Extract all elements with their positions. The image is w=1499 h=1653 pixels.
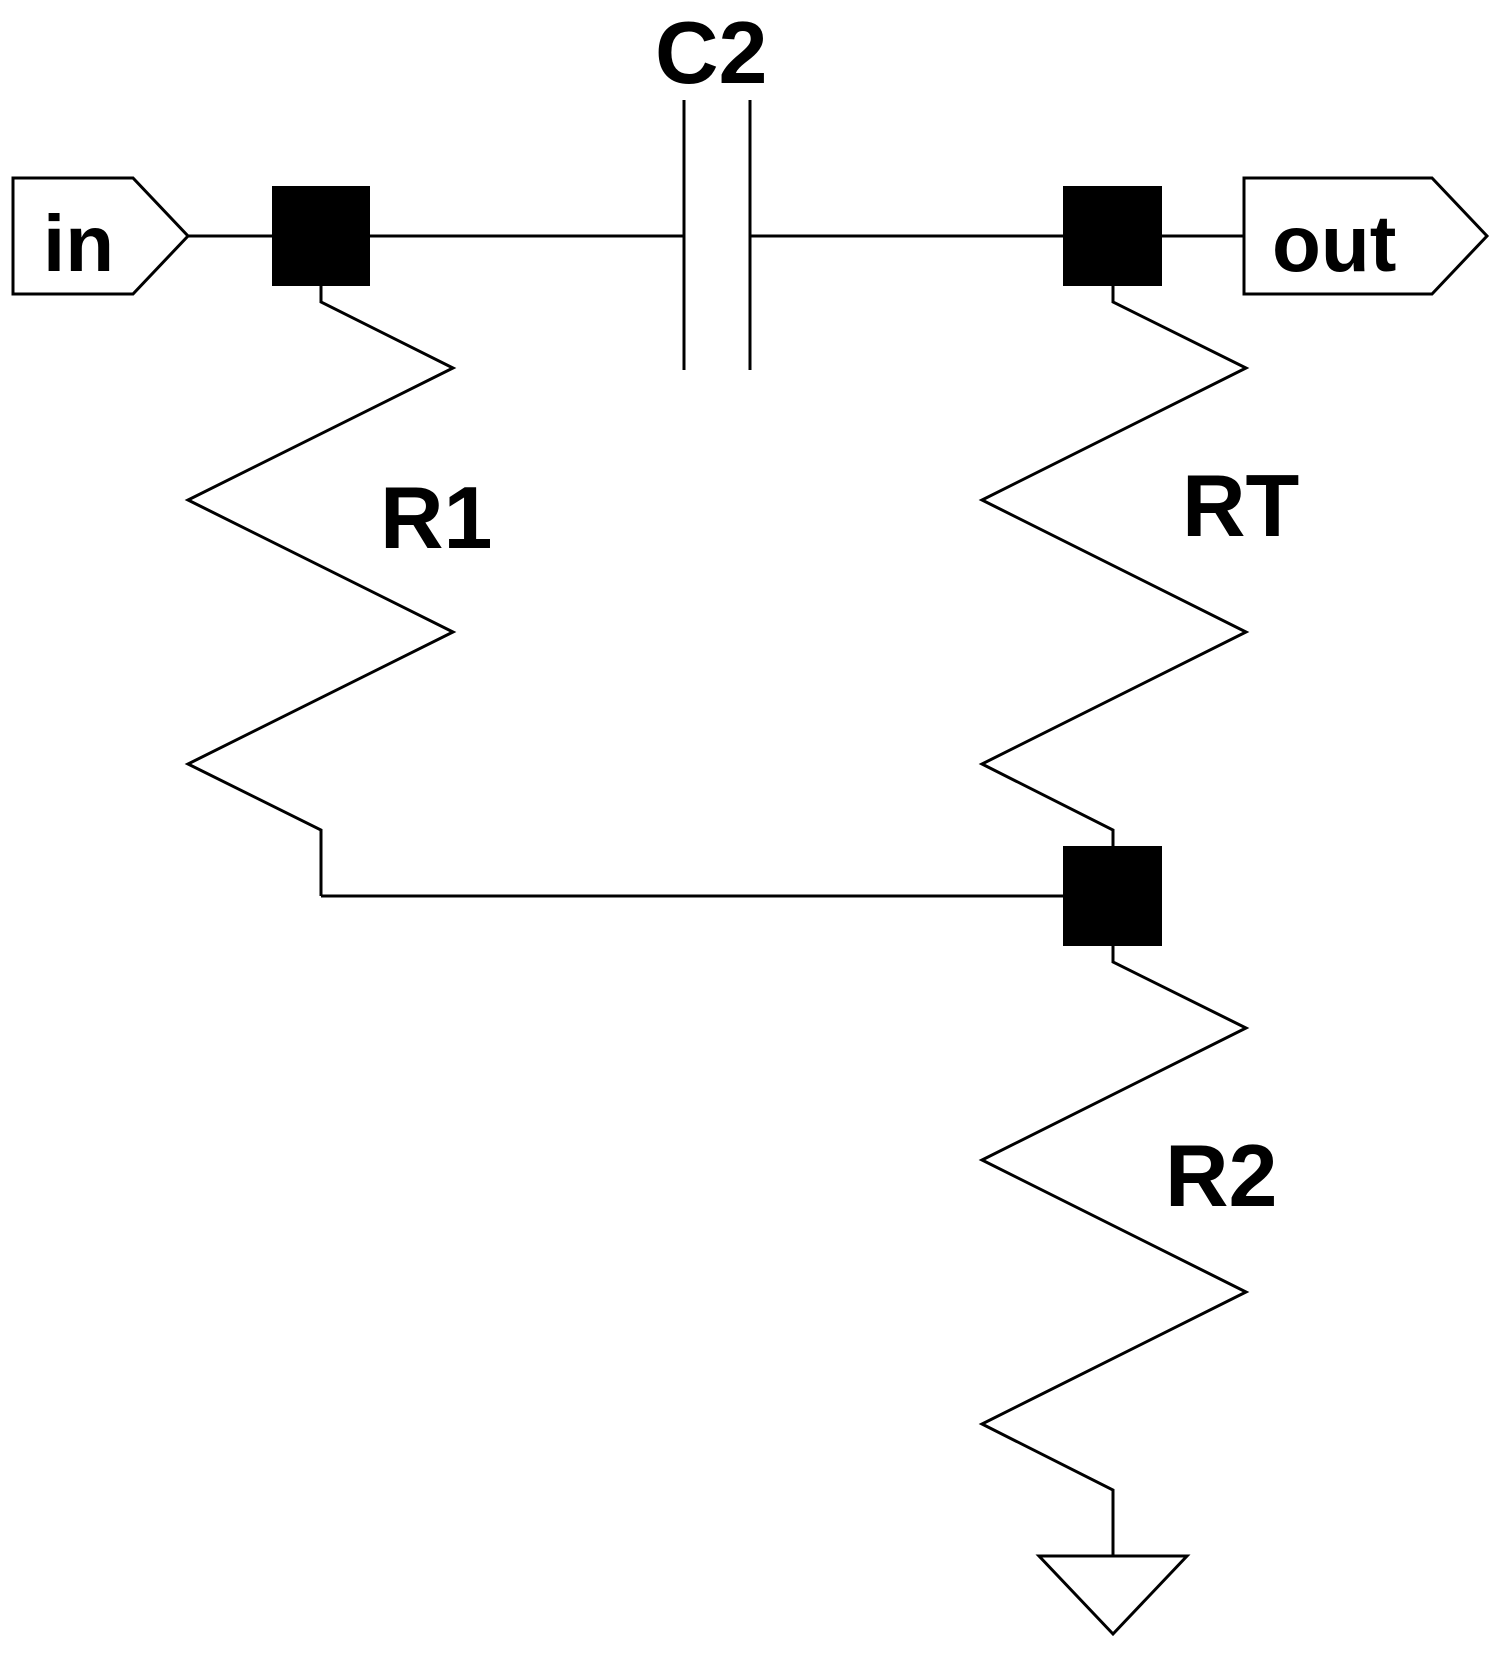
input-port-label: in: [43, 199, 114, 288]
capacitor-label: C2: [655, 3, 768, 102]
resistor-r2: R2: [978, 946, 1278, 1556]
resistor-r1-zigzag: [184, 286, 457, 896]
output-port: out: [1242, 176, 1490, 296]
input-port: in: [11, 176, 191, 296]
junction-node-output: [1063, 186, 1162, 286]
resistor-r2-zigzag: [978, 946, 1250, 1556]
resistor-r2-label: R2: [1165, 1126, 1278, 1225]
junction-node-input: [272, 186, 370, 286]
input-port-outline: [11, 176, 191, 296]
output-port-label: out: [1272, 199, 1396, 288]
resistor-r1: R1: [184, 286, 493, 896]
resistor-rt: RT: [978, 286, 1299, 848]
resistor-rt-zigzag: [978, 286, 1250, 848]
junction-node-middle: [1063, 846, 1162, 946]
resistor-r1-label: R1: [380, 468, 493, 567]
output-port-outline: [1242, 176, 1490, 296]
capacitor-c2: C2: [655, 3, 768, 370]
resistor-rt-label: RT: [1182, 456, 1299, 555]
ground-icon: [1035, 1554, 1191, 1637]
